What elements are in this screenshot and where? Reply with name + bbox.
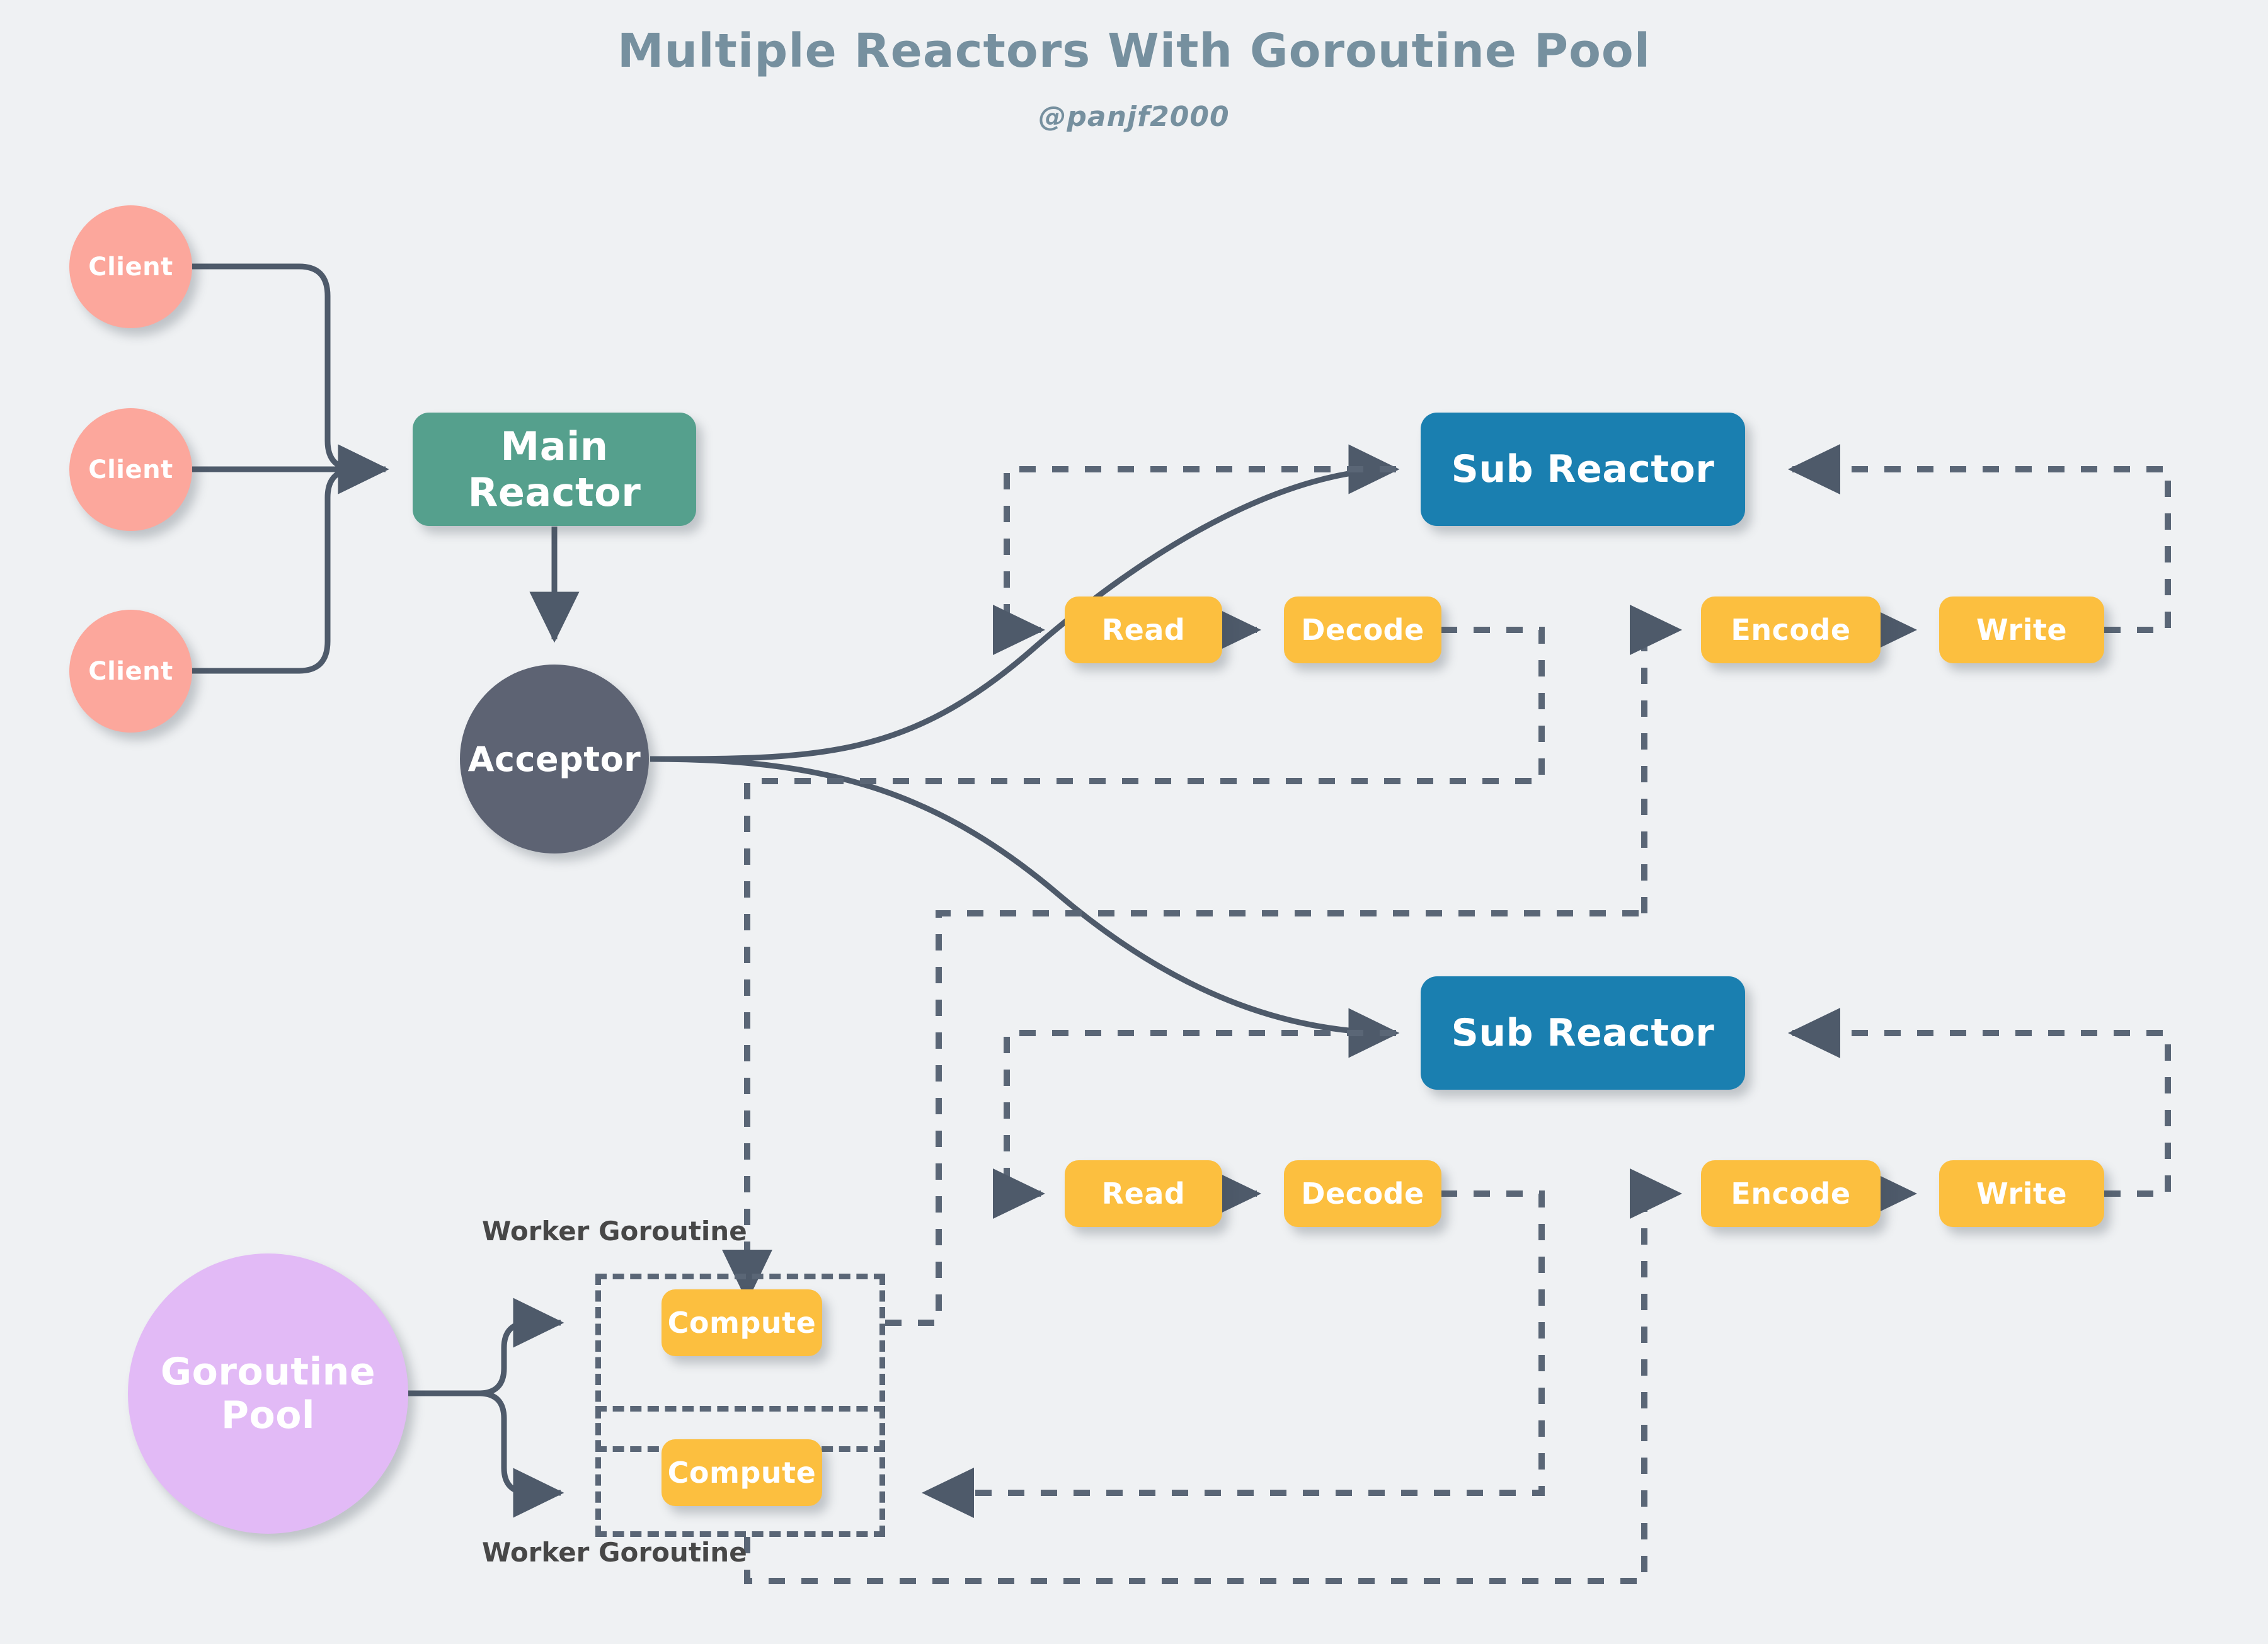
stage-decode-2[interactable]: Decode bbox=[1284, 1160, 1441, 1227]
client-node-2[interactable]: Client bbox=[69, 408, 192, 531]
worker-goroutine-label-1: Worker Goroutine bbox=[482, 1216, 747, 1247]
stage-label: Decode bbox=[1301, 613, 1424, 647]
stage-read-2[interactable]: Read bbox=[1065, 1160, 1222, 1227]
stage-label: Encode bbox=[1731, 1177, 1851, 1211]
goroutine-pool-label-line1: Goroutine bbox=[160, 1349, 376, 1394]
client-node-3[interactable]: Client bbox=[69, 610, 192, 733]
page-title: Multiple Reactors With Goroutine Pool bbox=[617, 24, 1651, 78]
stage-compute-1[interactable]: Compute bbox=[662, 1289, 822, 1356]
stage-label: Compute bbox=[667, 1456, 816, 1490]
goroutine-pool-node[interactable]: Goroutine Pool bbox=[128, 1253, 408, 1534]
stage-compute-2[interactable]: Compute bbox=[662, 1439, 822, 1506]
stage-label: Encode bbox=[1731, 613, 1851, 647]
page-subtitle: @panjf2000 bbox=[1038, 101, 1230, 133]
stage-encode-1[interactable]: Encode bbox=[1701, 597, 1881, 663]
stage-write-1[interactable]: Write bbox=[1939, 597, 2104, 663]
stage-label: Write bbox=[1976, 1177, 2068, 1211]
stage-decode-1[interactable]: Decode bbox=[1284, 597, 1441, 663]
sub-reactor-node-2[interactable]: Sub Reactor bbox=[1421, 976, 1745, 1090]
worker-goroutine-label-2: Worker Goroutine bbox=[482, 1537, 747, 1568]
stage-label: Decode bbox=[1301, 1177, 1424, 1211]
acceptor-node[interactable]: Acceptor bbox=[460, 665, 649, 853]
acceptor-label: Acceptor bbox=[467, 739, 641, 779]
goroutine-pool-label: Goroutine Pool bbox=[161, 1350, 375, 1437]
sub-reactor-node-1[interactable]: Sub Reactor bbox=[1421, 413, 1745, 526]
stage-read-1[interactable]: Read bbox=[1065, 597, 1222, 663]
main-reactor-label: Main Reactor bbox=[467, 423, 641, 515]
stage-label: Compute bbox=[667, 1306, 816, 1340]
client-label: Client bbox=[88, 252, 173, 282]
client-label: Client bbox=[88, 656, 173, 686]
stage-encode-2[interactable]: Encode bbox=[1701, 1160, 1881, 1227]
client-node-1[interactable]: Client bbox=[69, 205, 192, 328]
client-label: Client bbox=[88, 455, 173, 484]
sub-reactor-label: Sub Reactor bbox=[1451, 447, 1715, 491]
stage-label: Read bbox=[1101, 1177, 1186, 1211]
stage-write-2[interactable]: Write bbox=[1939, 1160, 2104, 1227]
main-reactor-node[interactable]: Main Reactor bbox=[413, 413, 696, 526]
stage-label: Write bbox=[1976, 613, 2068, 647]
stage-label: Read bbox=[1101, 613, 1186, 647]
goroutine-pool-label-line2: Pool bbox=[221, 1393, 315, 1437]
sub-reactor-label: Sub Reactor bbox=[1451, 1011, 1715, 1055]
worker-goroutine-frame-2 bbox=[595, 1406, 885, 1537]
